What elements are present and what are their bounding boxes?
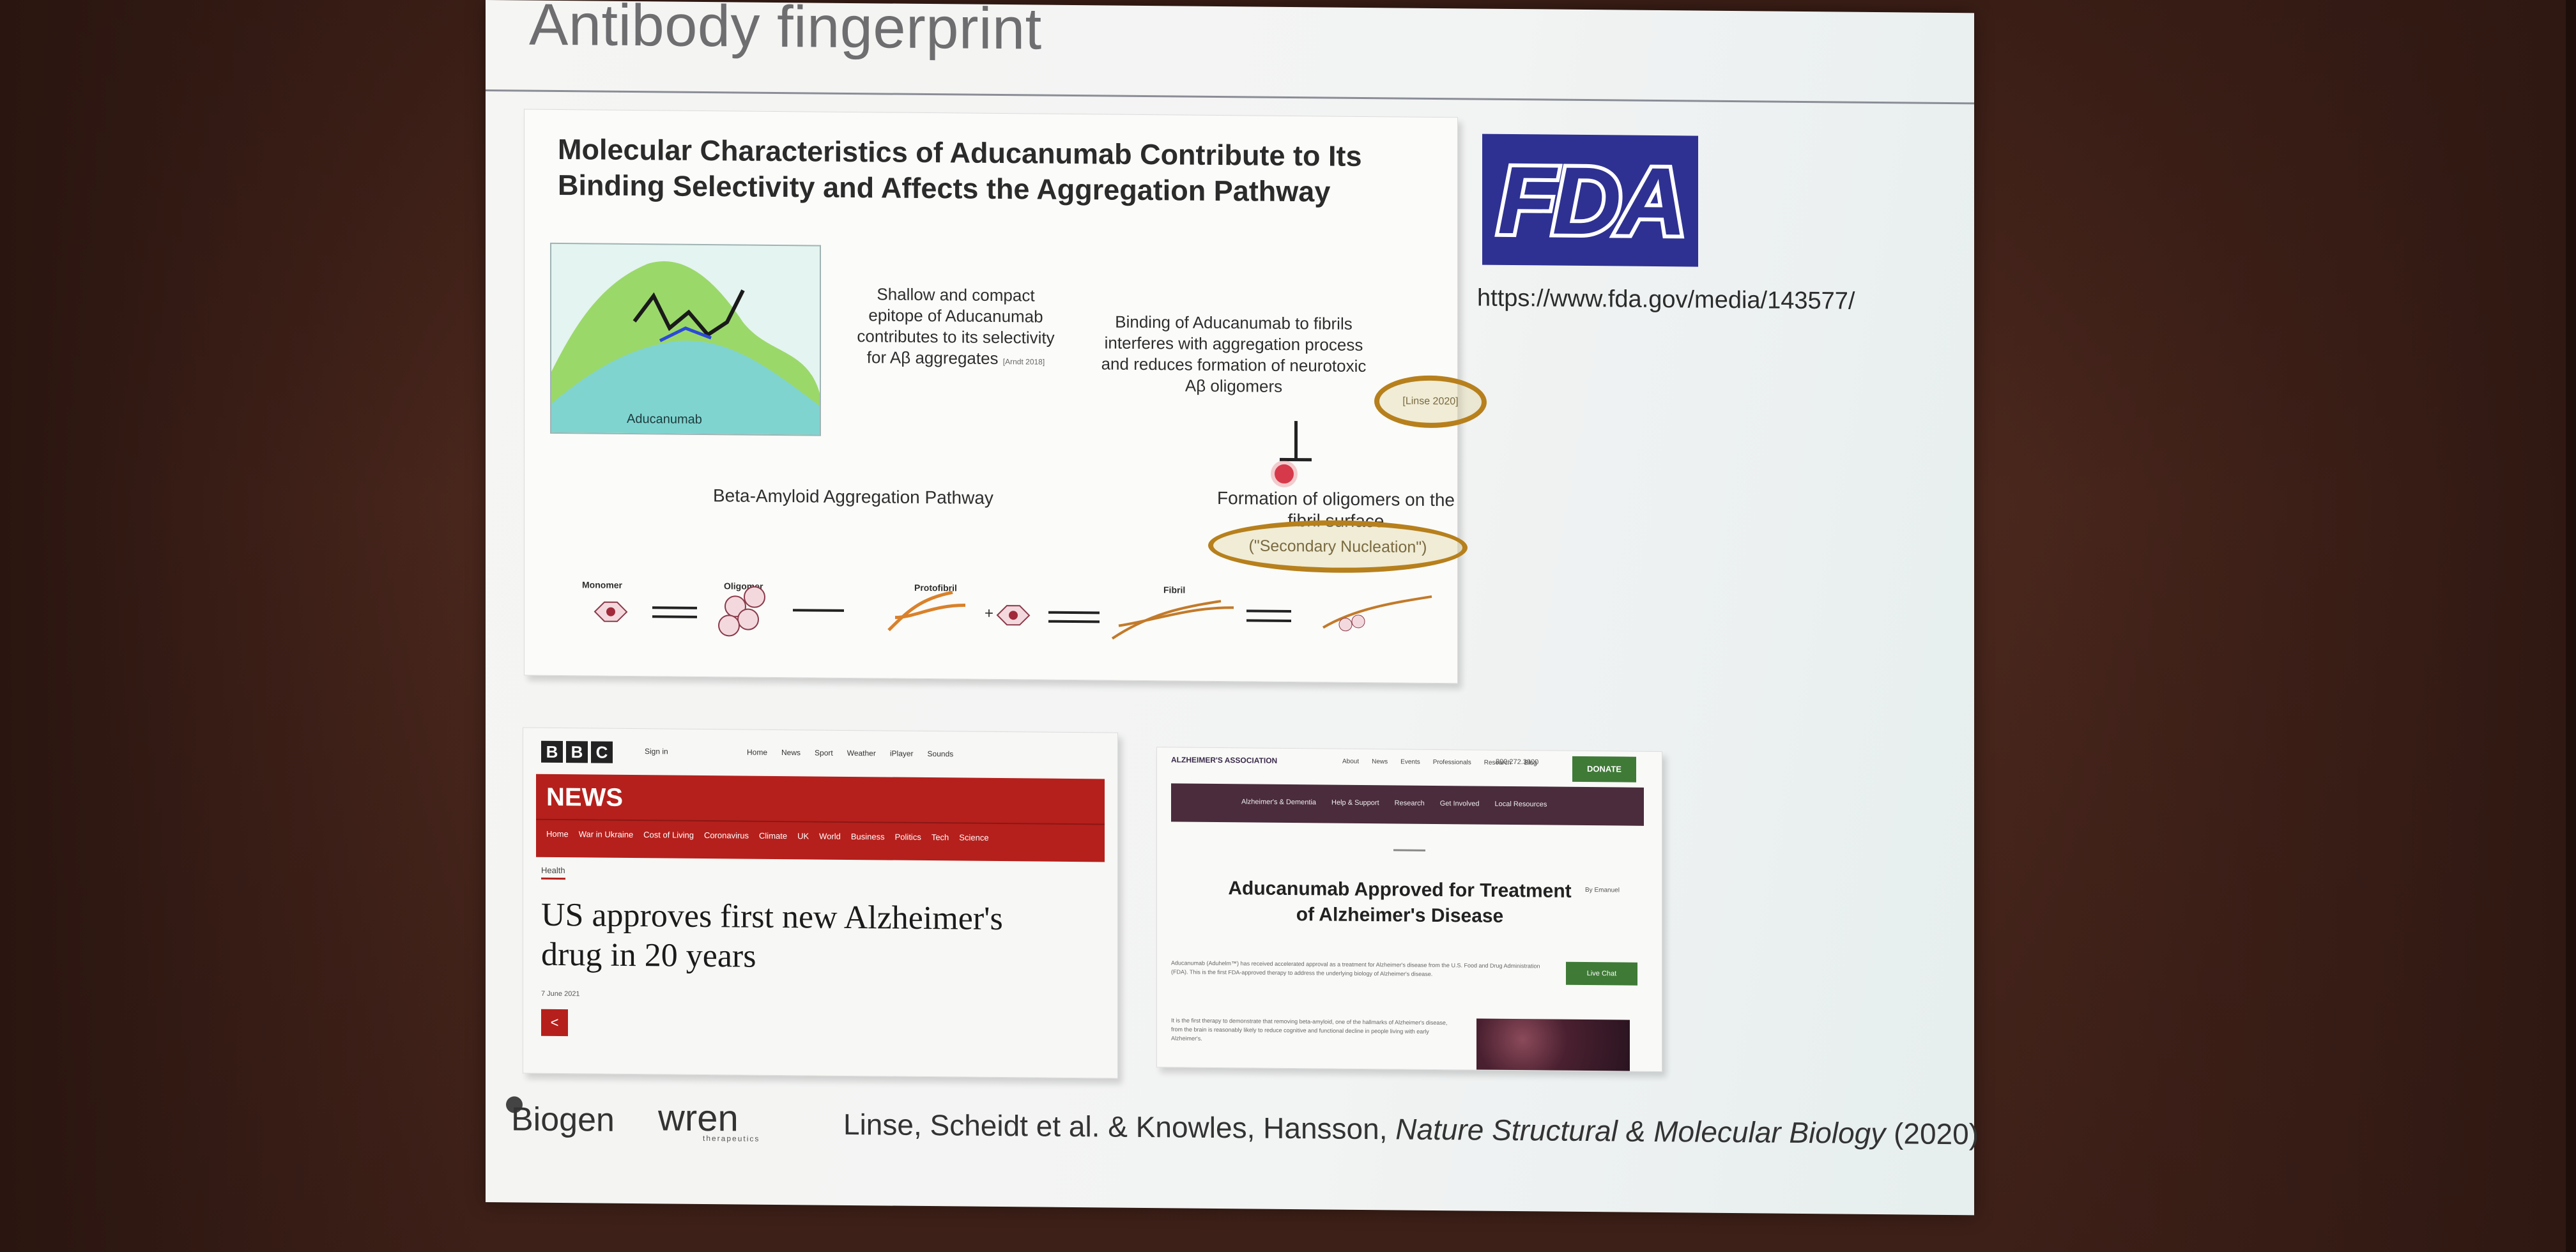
bbc-banner-divider	[536, 818, 1105, 825]
screen-edge	[2566, 0, 2576, 1252]
bbc-nav-item: Home	[747, 747, 768, 757]
wren-logo: wren	[658, 1097, 739, 1140]
protein-structure-image: Aducanumab	[550, 242, 821, 436]
share-icon: <	[541, 1009, 568, 1037]
protein-surface-graphic	[551, 243, 820, 435]
fda-logo-text: FDA	[1494, 142, 1687, 259]
alz-nav-items: Alzheimer's & Dementia Help & Support Re…	[1241, 798, 1547, 808]
bbc-sign-in: Sign in	[645, 747, 668, 756]
monomer-glyph	[594, 601, 628, 622]
alz-nav-item: Get Involved	[1439, 800, 1480, 808]
bbc-subnav-item: Home	[546, 828, 569, 839]
bbc-subnav-item: Science	[959, 832, 989, 843]
citation-journal: Nature Structural & Molecular Biology	[1395, 1112, 1886, 1150]
bbc-news-banner: NEWS Home War in Ukraine Cost of Living …	[536, 774, 1105, 862]
background-right	[2001, 0, 2576, 1252]
plus-sign: +	[985, 605, 993, 622]
bbc-subnav-item: War in Ukraine	[578, 829, 634, 840]
alz-nav-item: Research	[1394, 799, 1425, 807]
arrow-oligomer-protofibril	[793, 609, 844, 612]
bbc-news-title: NEWS	[546, 782, 623, 812]
biogen-logo: Biogen	[511, 1101, 615, 1139]
alz-nav-item: Local Resources	[1494, 800, 1547, 809]
alz-top-nav-item: Events	[1400, 758, 1420, 766]
bbc-subnav-item: Cost of Living	[643, 830, 694, 840]
bbc-nav-item: News	[781, 748, 801, 758]
bbc-subnav-item: World	[819, 831, 841, 841]
bbc-news-screenshot: B B C Sign in Home News Sport Weather iP…	[523, 727, 1118, 1079]
arrow-monomer-oligomer	[652, 606, 697, 618]
alz-top-nav-item: News	[1372, 758, 1388, 766]
protofibril-glyph	[887, 590, 966, 632]
citation: Linse, Scheidt et al. & Knowles, Hansson…	[843, 1107, 1979, 1152]
bbc-headline: US approves first new Alzheimer's drug i…	[541, 896, 1003, 975]
bbc-sub-nav: Home War in Ukraine Cost of Living Coron…	[546, 829, 989, 843]
bbc-subnav-item: Climate	[759, 830, 788, 841]
alz-top-nav-item: Professionals	[1432, 758, 1471, 767]
alz-headline: Aducanumab Approved for Treatment of Alz…	[1228, 878, 1572, 927]
background-left	[0, 0, 486, 1252]
bbc-logo-letter: B	[566, 741, 588, 763]
wren-logo-subtitle: therapeutics	[703, 1133, 760, 1143]
alz-divider	[1393, 849, 1425, 851]
fibril-glyph	[1111, 600, 1234, 640]
bbc-subnav-item: Politics	[894, 832, 921, 842]
bbc-subnav-item: Business	[850, 831, 885, 842]
bbc-date: 7 June 2021	[541, 989, 580, 998]
citation-year: (2020)	[1885, 1117, 1979, 1151]
fda-url: https://www.fda.gov/media/143577/	[1477, 284, 1855, 315]
aggregation-pathway-diagram: +	[594, 586, 1432, 640]
monomer-glyph-2	[996, 605, 1031, 626]
citation-authors: Linse, Scheidt et al. & Knowles, Hansson…	[843, 1107, 1396, 1146]
alz-paragraph-1: Aducanumab (Aduhelm™) has received accel…	[1171, 959, 1540, 977]
slide-title: Antibody fingerprint	[529, 0, 1042, 62]
bbc-nav-item: Sport	[815, 748, 833, 758]
projected-slide: Antibody fingerprint Molecular Character…	[486, 0, 1979, 1216]
alz-nav-item: Help & Support	[1331, 798, 1379, 807]
alz-byline: By Emanuel	[1585, 887, 1620, 894]
bbc-nav-item: Sounds	[927, 749, 954, 759]
fda-logo: FDA	[1482, 134, 1698, 267]
alz-chat-button: Live Chat	[1566, 961, 1637, 986]
alz-nav-item: Alzheimer's & Dementia	[1241, 798, 1317, 807]
oligomer-glyph	[718, 586, 765, 637]
alz-main-nav: Alzheimer's & Dementia Help & Support Re…	[1171, 783, 1644, 826]
alz-donate-button: DONATE	[1572, 756, 1636, 782]
fibril-with-oligomers-glyph	[1322, 595, 1432, 632]
bbc-subnav-item: Tech	[931, 832, 949, 843]
arrow-fibril-oligomer	[1246, 609, 1291, 623]
alz-phone: 800.272.3900	[1496, 758, 1539, 767]
bbc-logo-letter: B	[541, 740, 563, 763]
slide-footer: Biogen wren therapeutics Linse, Scheidt …	[506, 1096, 1979, 1166]
bbc-subnav-item: UK	[797, 831, 809, 841]
bbc-subnav-item: Coronavirus	[703, 830, 749, 841]
alz-top-nav-item: About	[1342, 758, 1360, 765]
alz-logo: ALZHEIMER'S ASSOCIATION	[1171, 755, 1278, 765]
bbc-nav-item: Weather	[847, 748, 876, 758]
title-divider	[486, 89, 1974, 105]
bbc-logo-letter: C	[591, 741, 613, 763]
bbc-logo: B B C	[541, 740, 613, 763]
bbc-nav-item: iPlayer	[889, 749, 914, 758]
arrow-protofibril-fibril	[1048, 611, 1100, 623]
brain-tissue-image	[1476, 1018, 1630, 1071]
alzheimers-association-screenshot: ALZHEIMER'S ASSOCIATION About News Event…	[1156, 747, 1662, 1073]
alz-paragraph-2: It is the first therapy to demonstrate t…	[1171, 1017, 1448, 1042]
bbc-section-label: Health	[541, 865, 565, 880]
bbc-top-nav: Home News Sport Weather iPlayer Sounds	[747, 748, 953, 759]
figure-panel: Molecular Characteristics of Aducanumab …	[524, 109, 1487, 684]
